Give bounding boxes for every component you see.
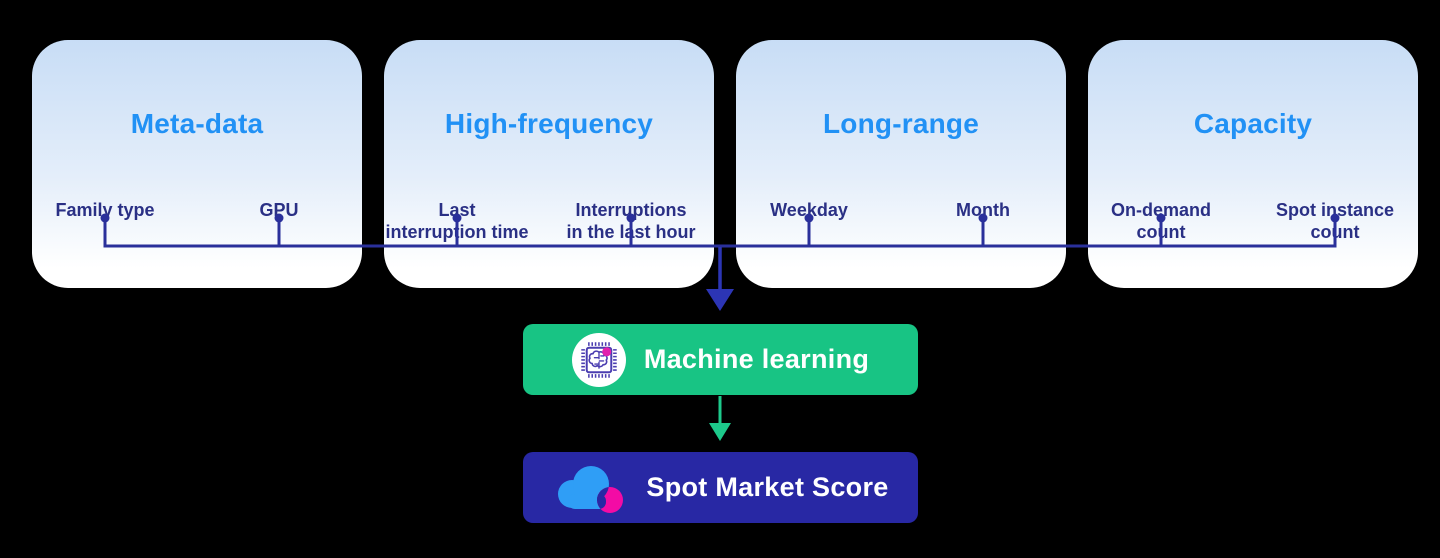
feature-weekday: Weekday	[770, 200, 848, 220]
machine-learning-box: Machine learning	[523, 324, 918, 395]
machine-learning-label: Machine learning	[643, 344, 870, 374]
spot-cloud-icon	[558, 465, 624, 513]
feature-interruptions-last-hour: Interruptions in the last hour	[566, 200, 696, 242]
card-meta-data: Meta-data Family type GPU	[32, 40, 362, 288]
spot-market-score-label: Spot Market Score	[646, 472, 889, 502]
card-title: Meta-data	[130, 108, 264, 139]
feature-month: Month	[956, 200, 1010, 220]
card-capacity: Capacity On-demand count Spot instance c…	[1088, 40, 1418, 288]
feature-on-demand-count: On-demand count	[1110, 200, 1212, 242]
card-title: High-frequency	[444, 108, 654, 139]
card-high-frequency: High-frequency Last interruption time In…	[384, 40, 714, 288]
chip-brain-icon	[571, 332, 626, 387]
feature-last-interruption-time: Last interruption time	[385, 200, 529, 242]
score-arrow	[709, 396, 731, 441]
spot-market-score-box: Spot Market Score	[523, 452, 918, 523]
card-long-range: Long-range Weekday Month	[736, 40, 1066, 288]
feature-family-type: Family type	[55, 200, 155, 220]
feature-gpu: GPU	[259, 200, 299, 220]
card-title: Capacity	[1193, 108, 1313, 139]
feature-spot-instance-count: Spot instance count	[1275, 200, 1395, 242]
card-title: Long-range	[823, 108, 979, 139]
